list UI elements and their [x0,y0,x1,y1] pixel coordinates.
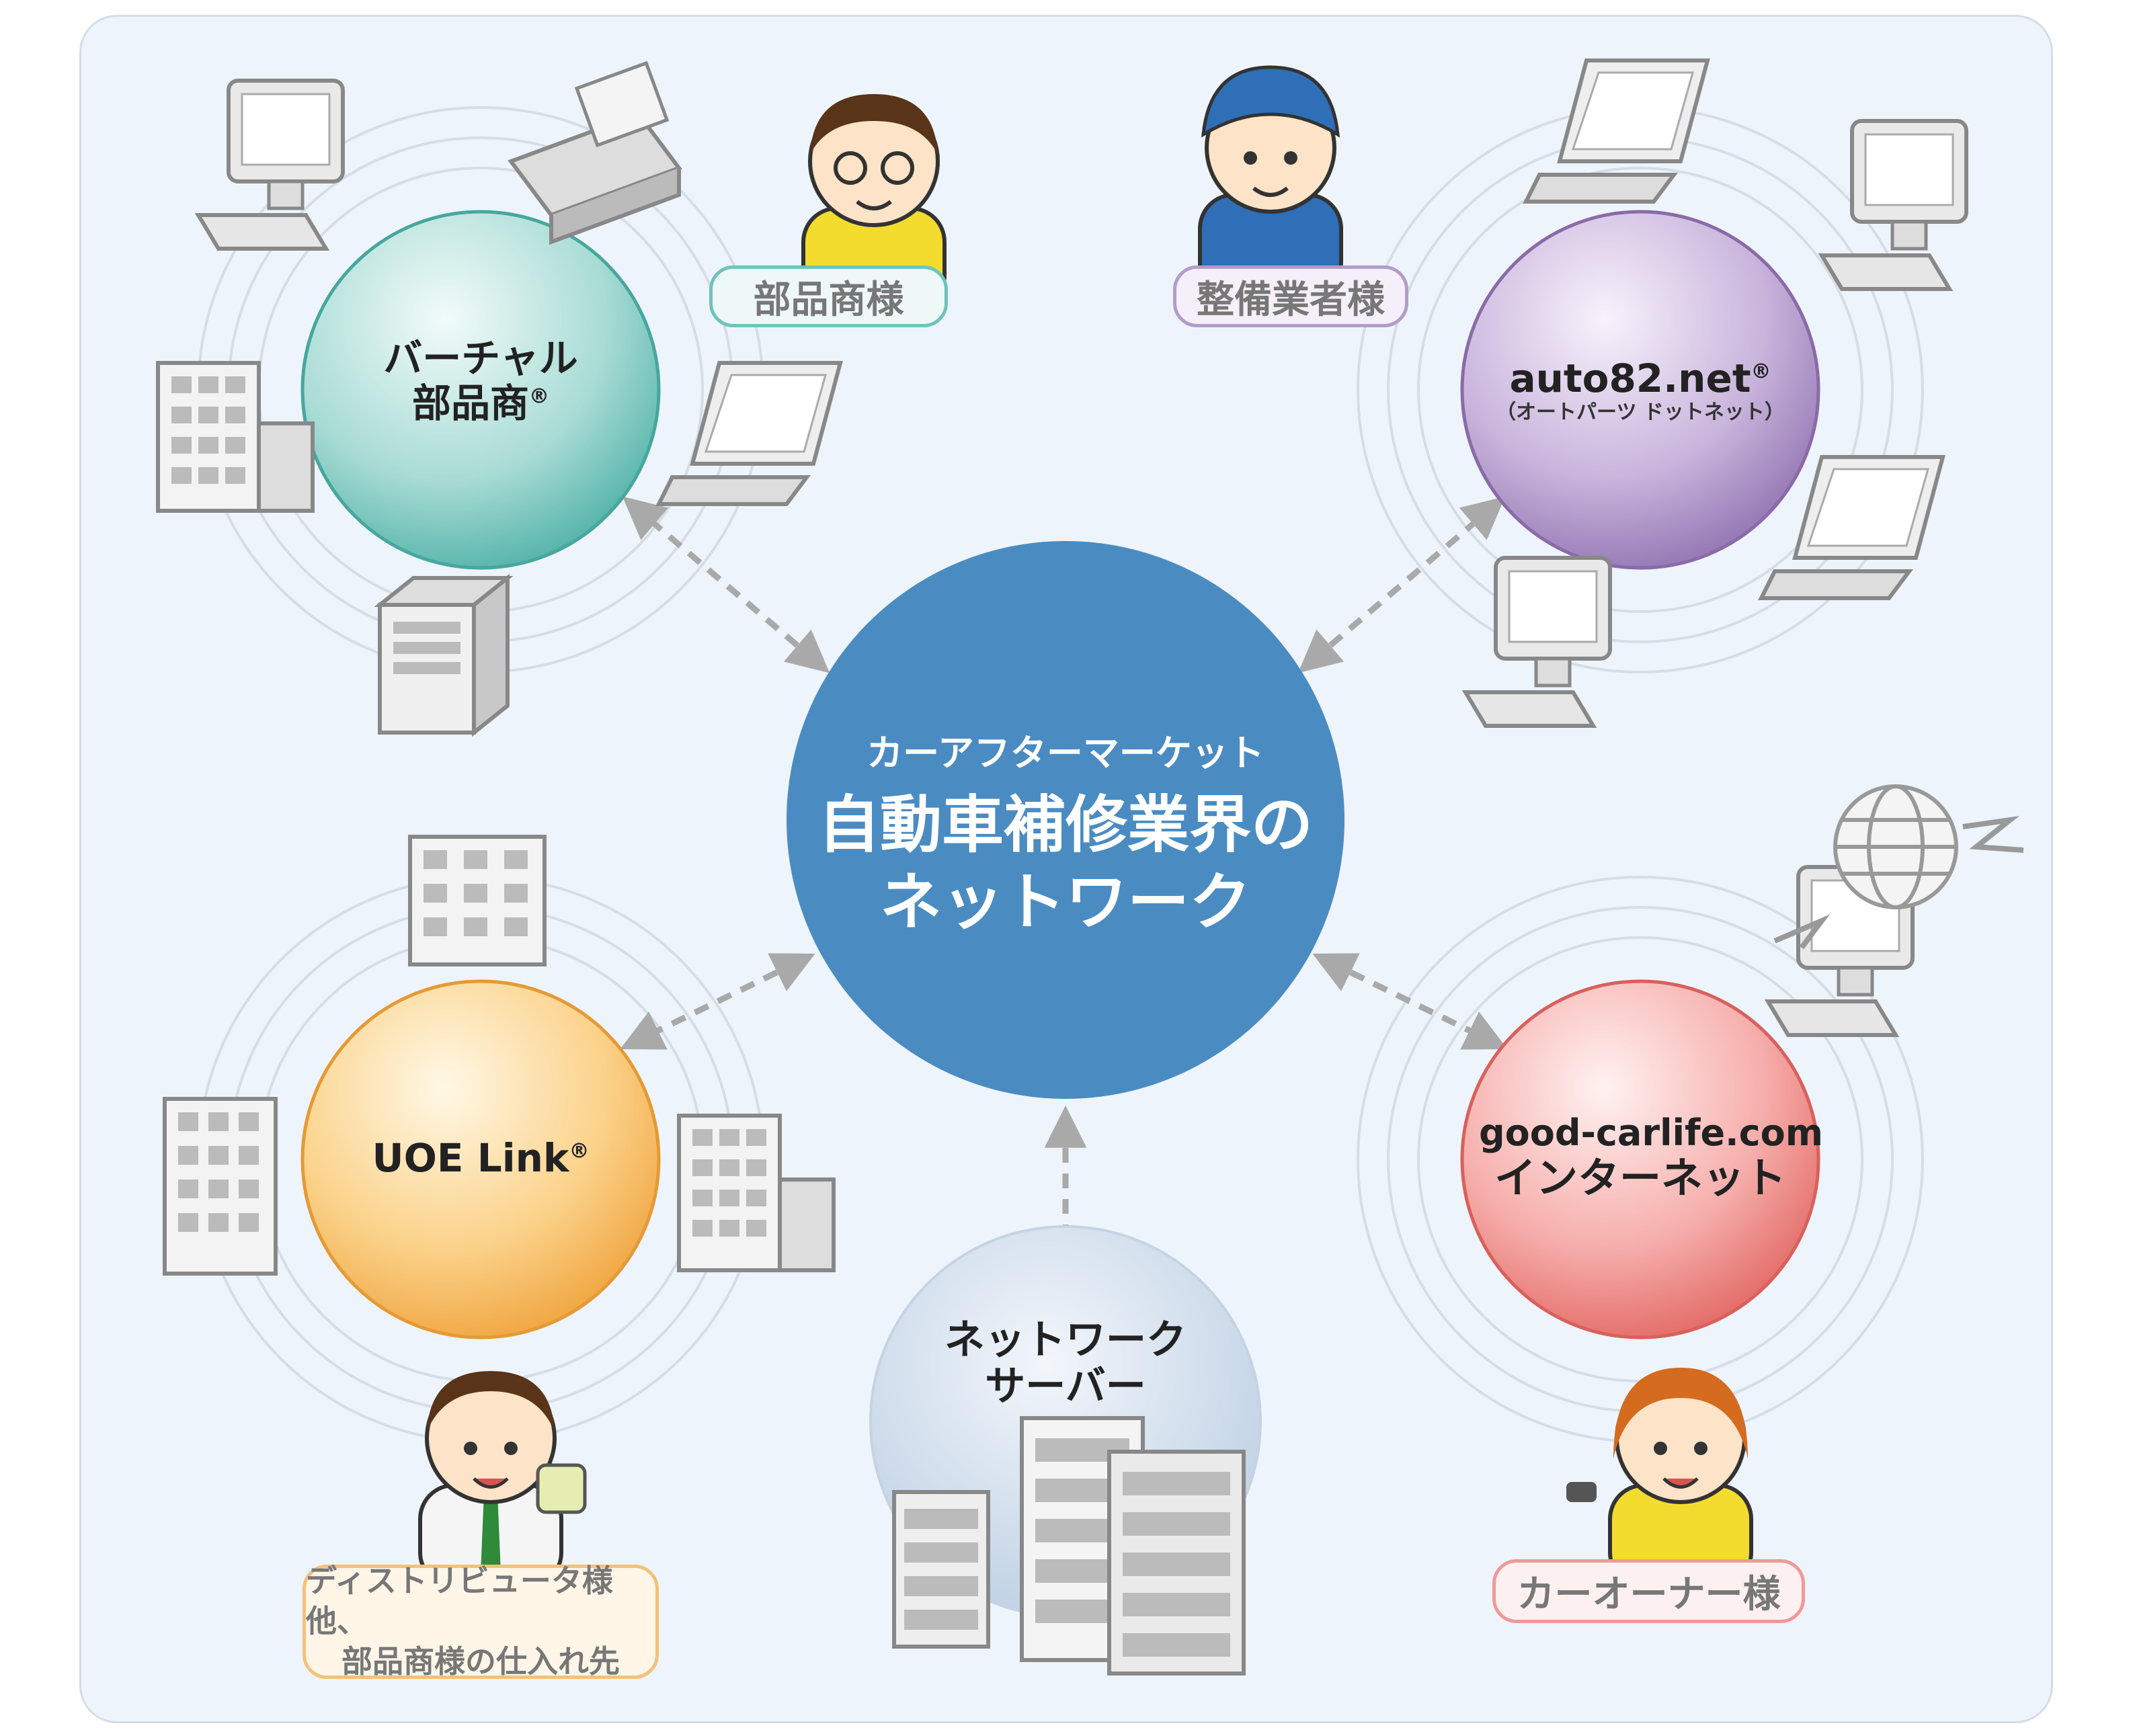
hub-goodcarlife-line2: インターネット [1494,1153,1786,1203]
connection-arrows [620,496,1508,1315]
tag-distributor-line1: ディストリビュータ様他、 [306,1563,613,1640]
fax-icon [508,60,682,245]
center-title-line1: 自動車補修業界の [817,789,1313,861]
hub-goodcarlife-label: good-carlife.com インターネット [1479,1112,1824,1203]
person-icon [418,1371,587,1588]
arrow-goodcarlife [1312,953,1508,1050]
office-building-icon [408,835,547,966]
hub-auto82-circle [1460,210,1820,570]
hub-auto82-label: auto82.net® （オートパーツ ドットネット） [1479,356,1802,424]
tag-car-owner: カーオーナー様 [1492,1559,1805,1623]
hub-virtual-parts-line2: 部品商 [411,380,529,426]
person-icon [1198,65,1343,298]
hub-uoe-line1: UOE Link [372,1135,569,1181]
tag-distributor: ディストリビュータ様他、 部品商様の仕入れ先 [303,1563,659,1680]
monitor-pc-icon [1818,119,1968,291]
tag-distributor-line2: 部品商様の仕入れ先 [342,1643,620,1680]
center-network-circle [787,541,1344,1099]
hub-server-line1: ネットワーク [945,1317,1187,1364]
tag-mechanic: 整備業者様 [1173,265,1408,327]
hub-goodcarlife-circle [1460,979,1820,1339]
office-building-icon [677,1114,836,1272]
hub-virtual-parts-line1: バーチャル [383,335,578,381]
hub-server-label: ネットワーク サーバー [931,1317,1200,1410]
monitor-pc-icon [1461,556,1612,728]
center-subtitle: カーアフターマーケット [867,732,1264,774]
hub-uoe-label: UOE Link® [346,1136,615,1181]
arrow-uoe [620,953,815,1050]
center-title-line2: ネットワーク [879,866,1251,938]
hub-auto82-sub: （オートパーツ ドットネット） [1496,400,1785,424]
server-rack-icon [892,1490,990,1649]
hub-auto82-line1: auto82.net [1509,356,1751,401]
hub-goodcarlife-line1: good-carlife.com [1479,1112,1824,1154]
registered-mark: ® [569,1139,590,1163]
hub-server-line2: サーバー [985,1363,1146,1410]
registered-mark: ® [529,384,549,409]
tag-parts-dealer: 部品商様 [709,265,948,327]
monitor-pc-icon [194,79,345,251]
laptop-icon [1758,455,1945,600]
server-rack-icon [1107,1450,1246,1676]
office-building-icon [156,361,315,513]
hub-virtual-parts-label: バーチャル 部品商® [346,336,615,425]
arrow-auto82 [1297,496,1506,673]
laptop-icon [655,361,843,506]
hub-virtual-parts-circle [300,210,661,570]
arrow-virtual-parts [622,496,830,673]
person-icon [1566,1368,1753,1588]
globe-icon [1773,784,2024,950]
registered-mark: ® [1751,360,1771,384]
office-building-icon [163,1097,278,1276]
tower-server-icon [374,573,514,737]
laptop-icon [1523,58,1710,204]
hub-uoe-circle [300,979,661,1339]
